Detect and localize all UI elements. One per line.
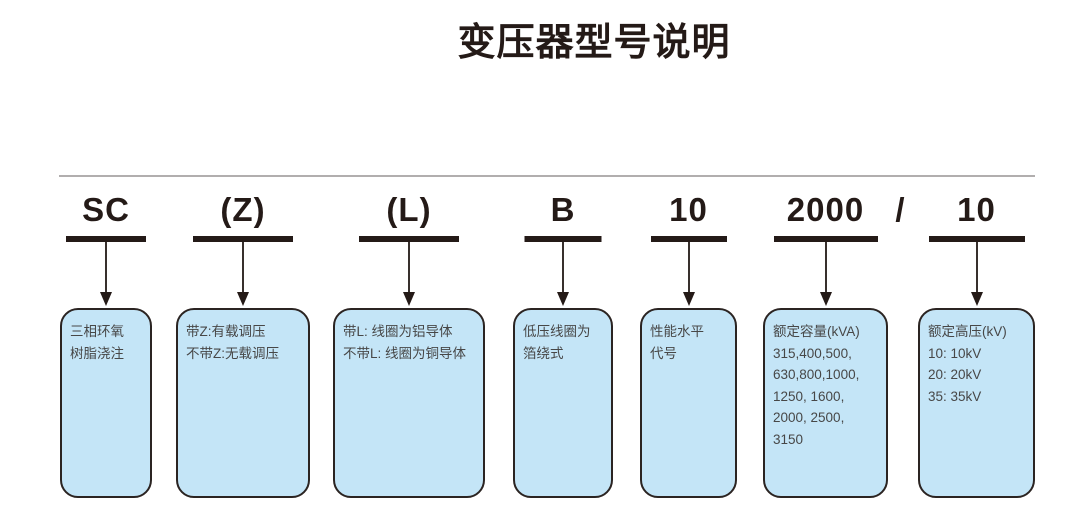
code-underline xyxy=(773,236,878,242)
meaning-text: 带L: 线圈为铝导体 不带L: 线圈为铜导体 xyxy=(343,324,467,361)
arrow-stem xyxy=(242,242,244,293)
model-code-column-perf: 10 性能水平 代号 xyxy=(640,0,737,517)
meaning-box: 带L: 线圈为铝导体 不带L: 线圈为铜导体 xyxy=(333,308,485,498)
model-code-column-capacity: 2000 额定容量(kVA) 315,400,500, 630,800,1000… xyxy=(763,0,888,517)
horizontal-divider xyxy=(59,175,1035,177)
arrow-stem xyxy=(562,242,564,293)
arrow-down-icon xyxy=(682,292,695,306)
page-title: 变压器型号说明 xyxy=(457,22,731,64)
arrow-stem xyxy=(687,242,690,293)
code-label: SC xyxy=(82,191,130,228)
meaning-text: 低压线圈为 箔绕式 xyxy=(523,324,591,361)
arrow-down-icon xyxy=(819,292,832,306)
arrow-stem xyxy=(105,242,107,293)
model-code-column-z: (Z) 带Z:有载调压 不带Z:无载调压 xyxy=(176,0,310,517)
arrow-down-icon xyxy=(557,292,569,306)
arrow-stem xyxy=(975,242,978,293)
meaning-box: 低压线圈为 箔绕式 xyxy=(513,308,613,498)
meaning-box: 三相环氧 树脂浇注 xyxy=(60,308,152,498)
arrow-down-icon xyxy=(403,292,415,306)
meaning-box: 带Z:有载调压 不带Z:无载调压 xyxy=(176,308,310,498)
separator-slash: / xyxy=(895,191,905,228)
meaning-text: 三相环氧 树脂浇注 xyxy=(70,324,124,361)
code-underline xyxy=(66,236,146,242)
model-code-column-l: (L) 带L: 线圈为铝导体 不带L: 线圈为铜导体 xyxy=(333,0,485,517)
code-underline xyxy=(650,236,727,242)
model-code-column-sc: SC 三相环氧 树脂浇注 xyxy=(60,0,152,517)
code-underline xyxy=(928,236,1025,242)
code-label: B xyxy=(550,191,576,228)
code-label: 2000 xyxy=(786,191,865,228)
meaning-box: 额定高压(kV) 10: 10kV 20: 20kV 35: 35kV xyxy=(918,308,1035,498)
code-label: 10 xyxy=(669,191,708,228)
arrow-down-icon xyxy=(237,292,249,306)
code-label: 10 xyxy=(957,191,996,228)
model-code-column-voltage: 10 额定高压(kV) 10: 10kV 20: 20kV 35: 35kV xyxy=(918,0,1035,517)
code-underline xyxy=(524,236,602,242)
meaning-text: 额定容量(kVA) 315,400,500, 630,800,1000, 125… xyxy=(773,324,860,447)
model-code-column-b: B 低压线圈为 箔绕式 xyxy=(513,0,613,517)
arrow-stem xyxy=(408,242,410,293)
code-label: (Z) xyxy=(220,191,266,228)
arrow-down-icon xyxy=(970,292,983,306)
meaning-box: 性能水平 代号 xyxy=(640,308,737,498)
meaning-text: 额定高压(kV) 10: 10kV 20: 20kV 35: 35kV xyxy=(928,324,1007,404)
code-label: (L) xyxy=(386,191,432,228)
code-underline xyxy=(359,236,459,242)
meaning-text: 性能水平 代号 xyxy=(650,324,704,361)
code-underline xyxy=(193,236,293,242)
arrow-stem xyxy=(824,242,827,293)
arrow-down-icon xyxy=(100,292,112,306)
meaning-text: 带Z:有载调压 不带Z:无载调压 xyxy=(186,324,279,361)
meaning-box: 额定容量(kVA) 315,400,500, 630,800,1000, 125… xyxy=(763,308,888,498)
